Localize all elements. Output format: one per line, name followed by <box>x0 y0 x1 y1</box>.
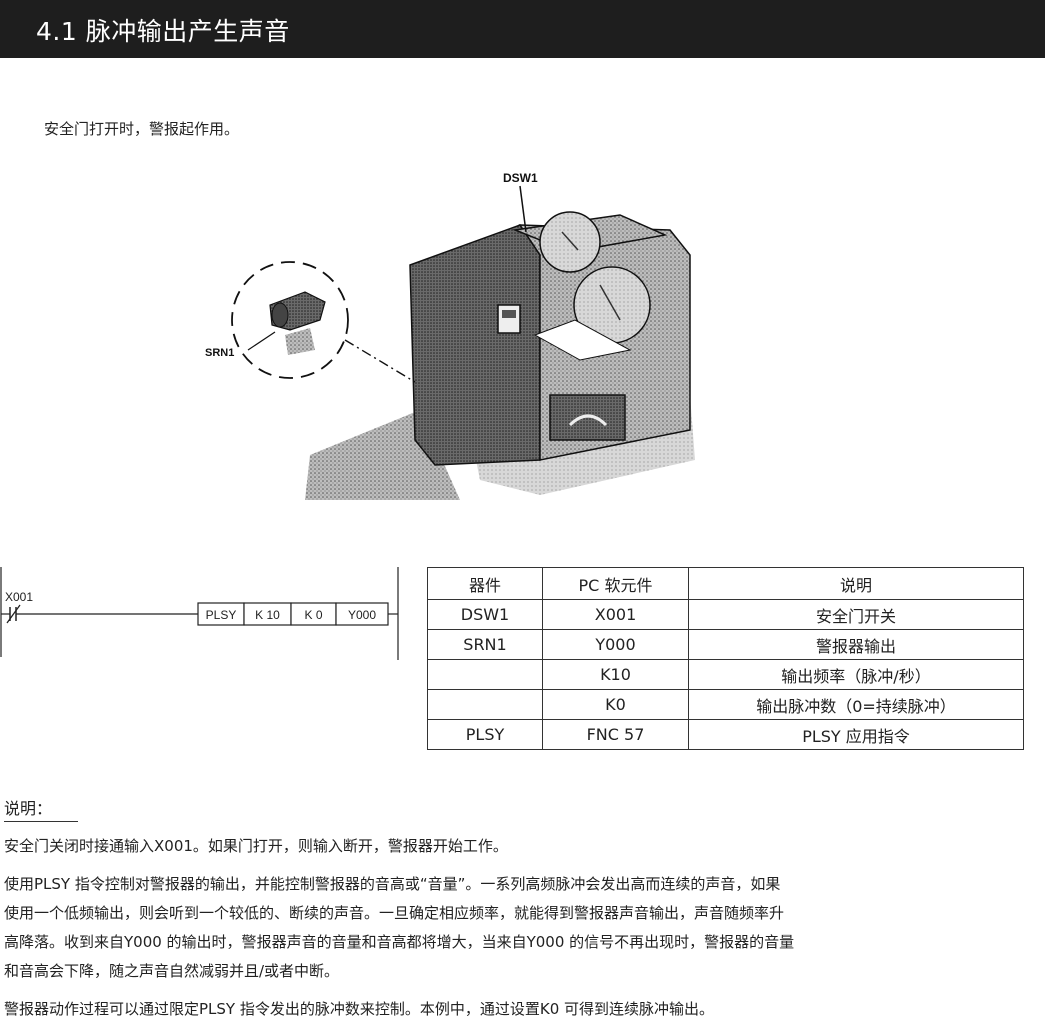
table-row: K10 输出频率（脉冲/秒） <box>427 659 1024 690</box>
ladder-diagram: X001 PLSY K 10 K 0 Y000 <box>0 567 399 660</box>
table-header-cell: 器件 <box>427 567 543 600</box>
table-header-row: 器件 PC 软元件 说明 <box>427 567 1024 600</box>
notes-line: 高降落。收到来自Y000 的输出时，警报器声音的音量和音高都将增大，当来自Y00… <box>4 933 795 951</box>
table-row: PLSY FNC 57 PLSY 应用指令 <box>427 719 1024 750</box>
machine-left-side <box>409 224 541 466</box>
table-cell: K0 <box>542 689 689 720</box>
notes-line: 警报器动作过程可以通过限定PLSY 指令发出的脉冲数来控制。本例中，通过设置K0… <box>4 1000 715 1018</box>
table-cell <box>427 659 543 690</box>
table-row: SRN1 Y000 警报器输出 <box>427 629 1024 660</box>
notes-line: 使用PLSY 指令控制对警报器的输出，并能控制警报器的音高或“音量”。一系列高频… <box>4 875 781 893</box>
table-cell: 警报器输出 <box>688 629 1024 660</box>
table-cell: 输出脉冲数（0=持续脉冲） <box>688 689 1024 720</box>
table-cell: 输出频率（脉冲/秒） <box>688 659 1024 690</box>
table-cell <box>427 689 543 720</box>
table-header-cell: PC 软元件 <box>542 567 689 600</box>
table-header-cell: 说明 <box>688 567 1024 600</box>
instr-k0: K 0 <box>304 608 322 622</box>
intro-text: 安全门打开时，警报起作用。 <box>44 120 240 138</box>
table-row: K0 输出脉冲数（0=持续脉冲） <box>427 689 1024 720</box>
table-cell: 安全门开关 <box>688 599 1024 630</box>
srn1-leader <box>247 331 276 351</box>
nc-contact-slash <box>6 604 21 624</box>
label-srn1: SRN1 <box>205 347 234 359</box>
notes-line: 和音高会下降，随之声音自然减弱并且/或者中断。 <box>4 962 340 980</box>
machine-opening <box>533 319 632 361</box>
label-dsw1: DSW1 <box>503 171 538 185</box>
table-cell: X001 <box>542 599 689 630</box>
control-panel <box>497 304 521 334</box>
table-cell: DSW1 <box>427 599 543 630</box>
notes-title: 说明： <box>4 795 79 822</box>
table-cell: SRN1 <box>427 629 543 660</box>
instr-plsy: PLSY <box>206 608 237 622</box>
contact-label: X001 <box>5 590 33 604</box>
srn1-callout-circle <box>231 261 349 379</box>
instr-y000: Y000 <box>348 608 376 622</box>
table-cell: FNC 57 <box>542 719 689 750</box>
table-cell: Y000 <box>542 629 689 660</box>
table-cell: K10 <box>542 659 689 690</box>
table-cell: PLSY <box>427 719 543 750</box>
component-table: 器件 PC 软元件 说明 DSW1 X001 安全门开关 SRN1 Y000 警… <box>427 567 1024 750</box>
page-header: 4.1 脉冲输出产生声音 <box>0 0 1045 58</box>
dsw1-leader <box>519 185 527 233</box>
notes-line: 使用一个低频输出，则会听到一个较低的、断续的声音。一旦确定相应频率，就能得到警报… <box>4 904 785 922</box>
srn1-link-line <box>344 339 416 383</box>
table-row: DSW1 X001 安全门开关 <box>427 599 1024 630</box>
notes-line: 安全门关闭时接通输入X001。如果门打开，则输入断开，警报器开始工作。 <box>4 837 508 855</box>
table-cell: PLSY 应用指令 <box>688 719 1024 750</box>
page-title: 4.1 脉冲输出产生声音 <box>36 17 290 46</box>
instr-k10: K 10 <box>255 608 280 622</box>
machine-illustration: DSW1 SRN1 <box>205 171 695 500</box>
